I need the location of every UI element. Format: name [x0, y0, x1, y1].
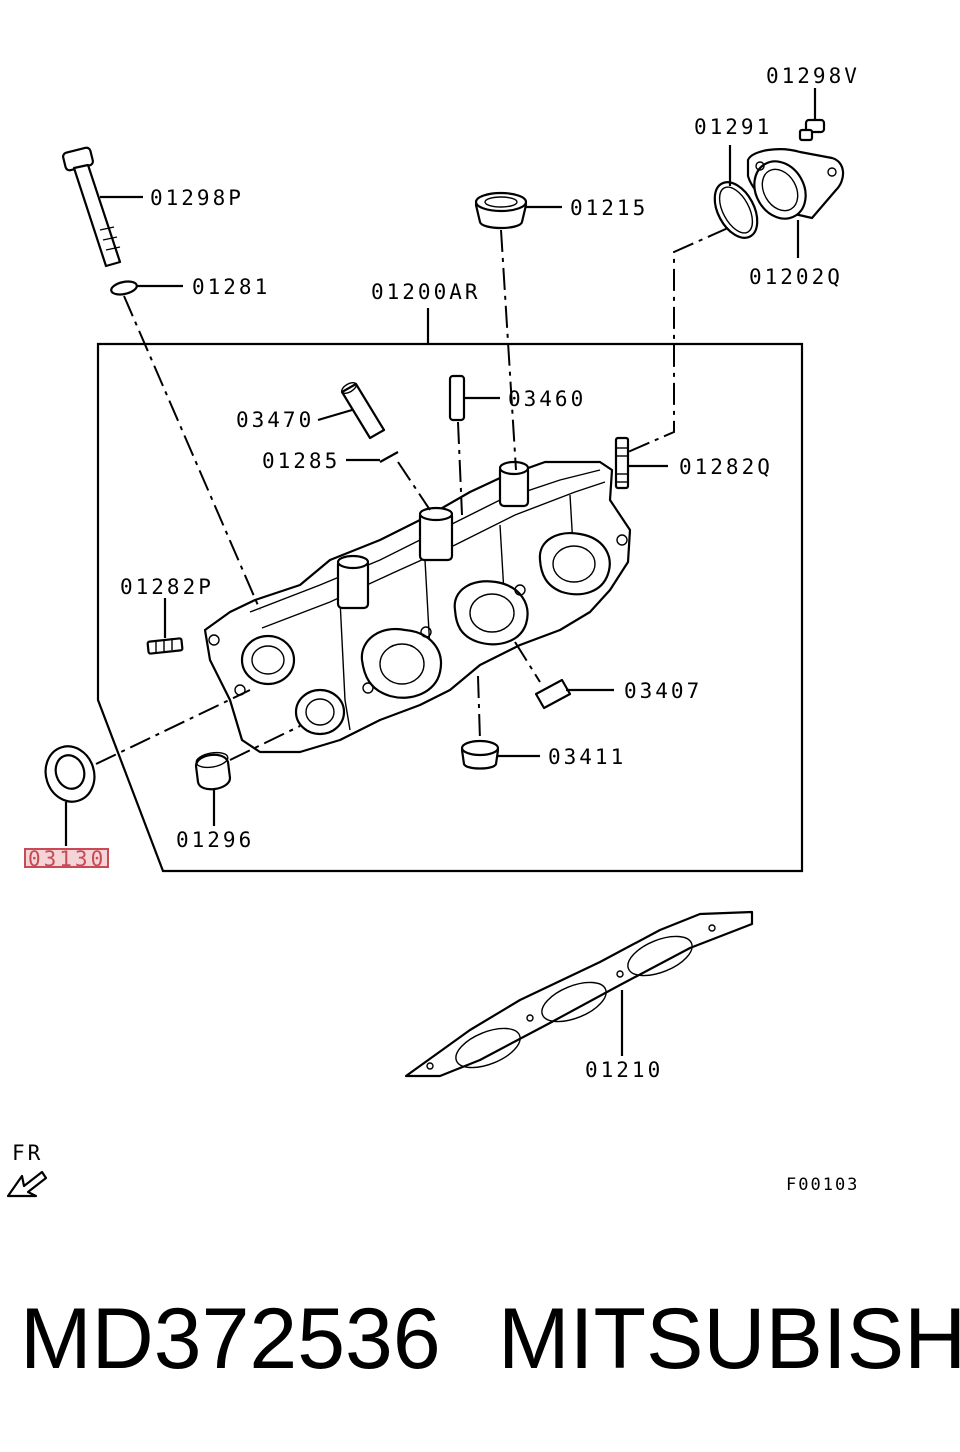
front-label: FR	[12, 1141, 43, 1165]
caption-brand: MITSUBISHI	[498, 1291, 960, 1387]
bolt-01298P	[61, 146, 122, 268]
label-03460: 03460	[508, 387, 586, 411]
assembly-line-seal	[500, 229, 517, 471]
pin-01285	[379, 451, 399, 463]
washer-01281	[110, 280, 138, 296]
assembly-line-pin	[397, 461, 431, 511]
label-01282P: 01282P	[120, 575, 214, 599]
label-01285: 01285	[262, 449, 340, 473]
highlight-box-03130	[24, 848, 109, 868]
bolt-01298V	[798, 118, 826, 142]
retainer-03411	[460, 739, 500, 770]
label-01298V: 01298V	[766, 64, 860, 88]
assembly-frame	[96, 342, 804, 873]
assembly-line-front	[95, 689, 251, 765]
oring-01291	[713, 181, 759, 239]
assembly-line-retainer	[477, 675, 481, 741]
assembly-line-plug	[229, 725, 301, 761]
plug-01296	[194, 751, 232, 791]
gasket-01210	[404, 910, 754, 1078]
cylinder-head	[203, 460, 632, 754]
label-01296: 01296	[176, 828, 254, 852]
assembly-line-bolt	[123, 295, 261, 611]
label-01210: 01210	[585, 1058, 663, 1082]
label-03130: 03130	[28, 847, 106, 871]
leader-03470	[317, 408, 353, 422]
label-01282Q: 01282Q	[679, 455, 773, 479]
seal-01215	[474, 191, 528, 230]
assembly-line-sleeve	[457, 421, 463, 516]
front-direction-arrow-icon	[6, 1170, 48, 1198]
assembly-line-stemseal	[514, 641, 541, 683]
sleeve-03460	[448, 374, 466, 422]
label-03411: 03411	[548, 745, 626, 769]
label-01298P: 01298P	[150, 186, 244, 210]
oil-seal-03130	[44, 745, 96, 803]
figure-code: F00103	[786, 1175, 859, 1195]
label-01281: 01281	[192, 275, 270, 299]
label-01291: 01291	[694, 115, 772, 139]
caption-part-number: MD372536	[20, 1291, 441, 1387]
assembly-line-housing	[627, 227, 729, 453]
stud-01282Q	[614, 436, 630, 490]
label-01200AR: 01200AR	[371, 280, 481, 304]
guide-03470	[340, 382, 386, 440]
stud-01282P	[146, 637, 184, 655]
label-01202Q: 01202Q	[749, 265, 843, 289]
label-03470: 03470	[236, 408, 314, 432]
label-03407: 03407	[624, 679, 702, 703]
seal-03407	[534, 678, 572, 710]
label-01215: 01215	[570, 196, 648, 220]
housing-01202Q	[746, 148, 845, 220]
